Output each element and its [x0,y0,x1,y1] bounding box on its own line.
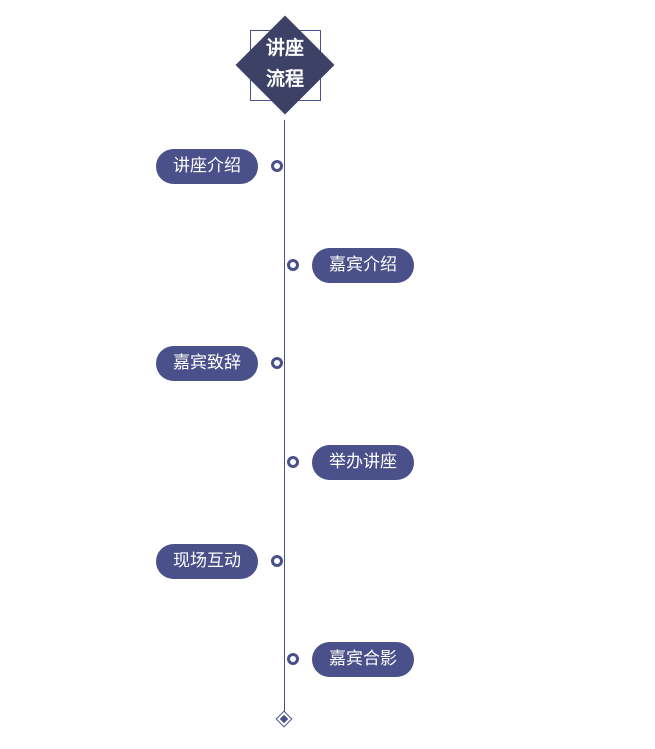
step-label: 现场互动 [156,544,258,579]
timeline-line [284,120,285,712]
timeline-node-icon [287,456,299,468]
step-label: 嘉宾介绍 [312,248,414,283]
step-label: 讲座介绍 [156,149,258,184]
title-line-2: 流程 [265,68,304,90]
timeline-node-icon [271,160,283,172]
timeline-node-icon [287,259,299,271]
step-label: 举办讲座 [312,445,414,480]
timeline-node-icon [271,555,283,567]
end-diamond-icon [275,710,293,728]
timeline-title: 讲座流程 [250,33,320,95]
timeline-node-icon [287,653,299,665]
title-line-1: 讲座 [265,37,304,59]
step-label: 嘉宾合影 [312,642,414,677]
timeline-node-icon [271,357,283,369]
step-label: 嘉宾致辞 [156,346,258,381]
